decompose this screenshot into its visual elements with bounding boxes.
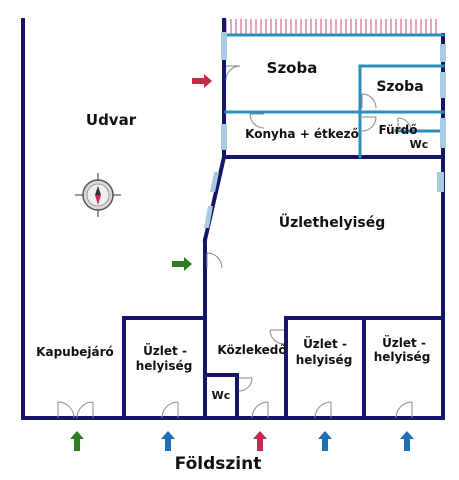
room-label-szoba-large: Szoba [267,59,318,77]
entrance-arrow-red-icon [253,431,267,451]
room-label-furdo: Fürdő [379,123,418,137]
room-label-kozlekedo: Közlekedő [217,343,286,357]
arrow-right-red-icon [192,74,212,88]
room-label-uzlet1-line1: Üzlet - [143,343,187,358]
floor-title: Földszint [175,454,262,474]
room-label-szoba-small: Szoba [376,79,423,95]
room-label-wc-top: Wc [410,138,429,151]
inner-walls [224,33,445,159]
balcony-hatch [226,19,440,34]
entrance-arrow-blue-icon [161,431,175,451]
room-label-uzlet3-line2: helyiség [374,350,431,364]
room-label-uzlet2-line2: helyiség [296,353,353,367]
room-label-udvar: Udvar [86,111,137,129]
room-label-konyha: Konyha + étkező [245,127,359,141]
room-label-uzlet3-line1: Üzlet - [382,335,426,350]
compass-rose-icon [75,173,121,217]
windows [204,32,446,228]
doors [57,65,413,419]
room-label-wc-bottom: Wc [212,389,231,402]
entrance-arrow-green-icon [70,431,84,451]
room-label-uzlet1-line2: helyiség [136,359,193,373]
room-label-uzlet2-line1: Üzlet - [303,336,347,351]
entrance-arrow-blue-icon [318,431,332,451]
room-label-uzlethelyiseg: Üzlethelyiség [279,213,386,231]
room-label-kapubejaro: Kapubejáró [36,345,114,359]
arrow-right-green-icon [172,257,192,271]
entrance-arrow-blue-icon [400,431,414,451]
